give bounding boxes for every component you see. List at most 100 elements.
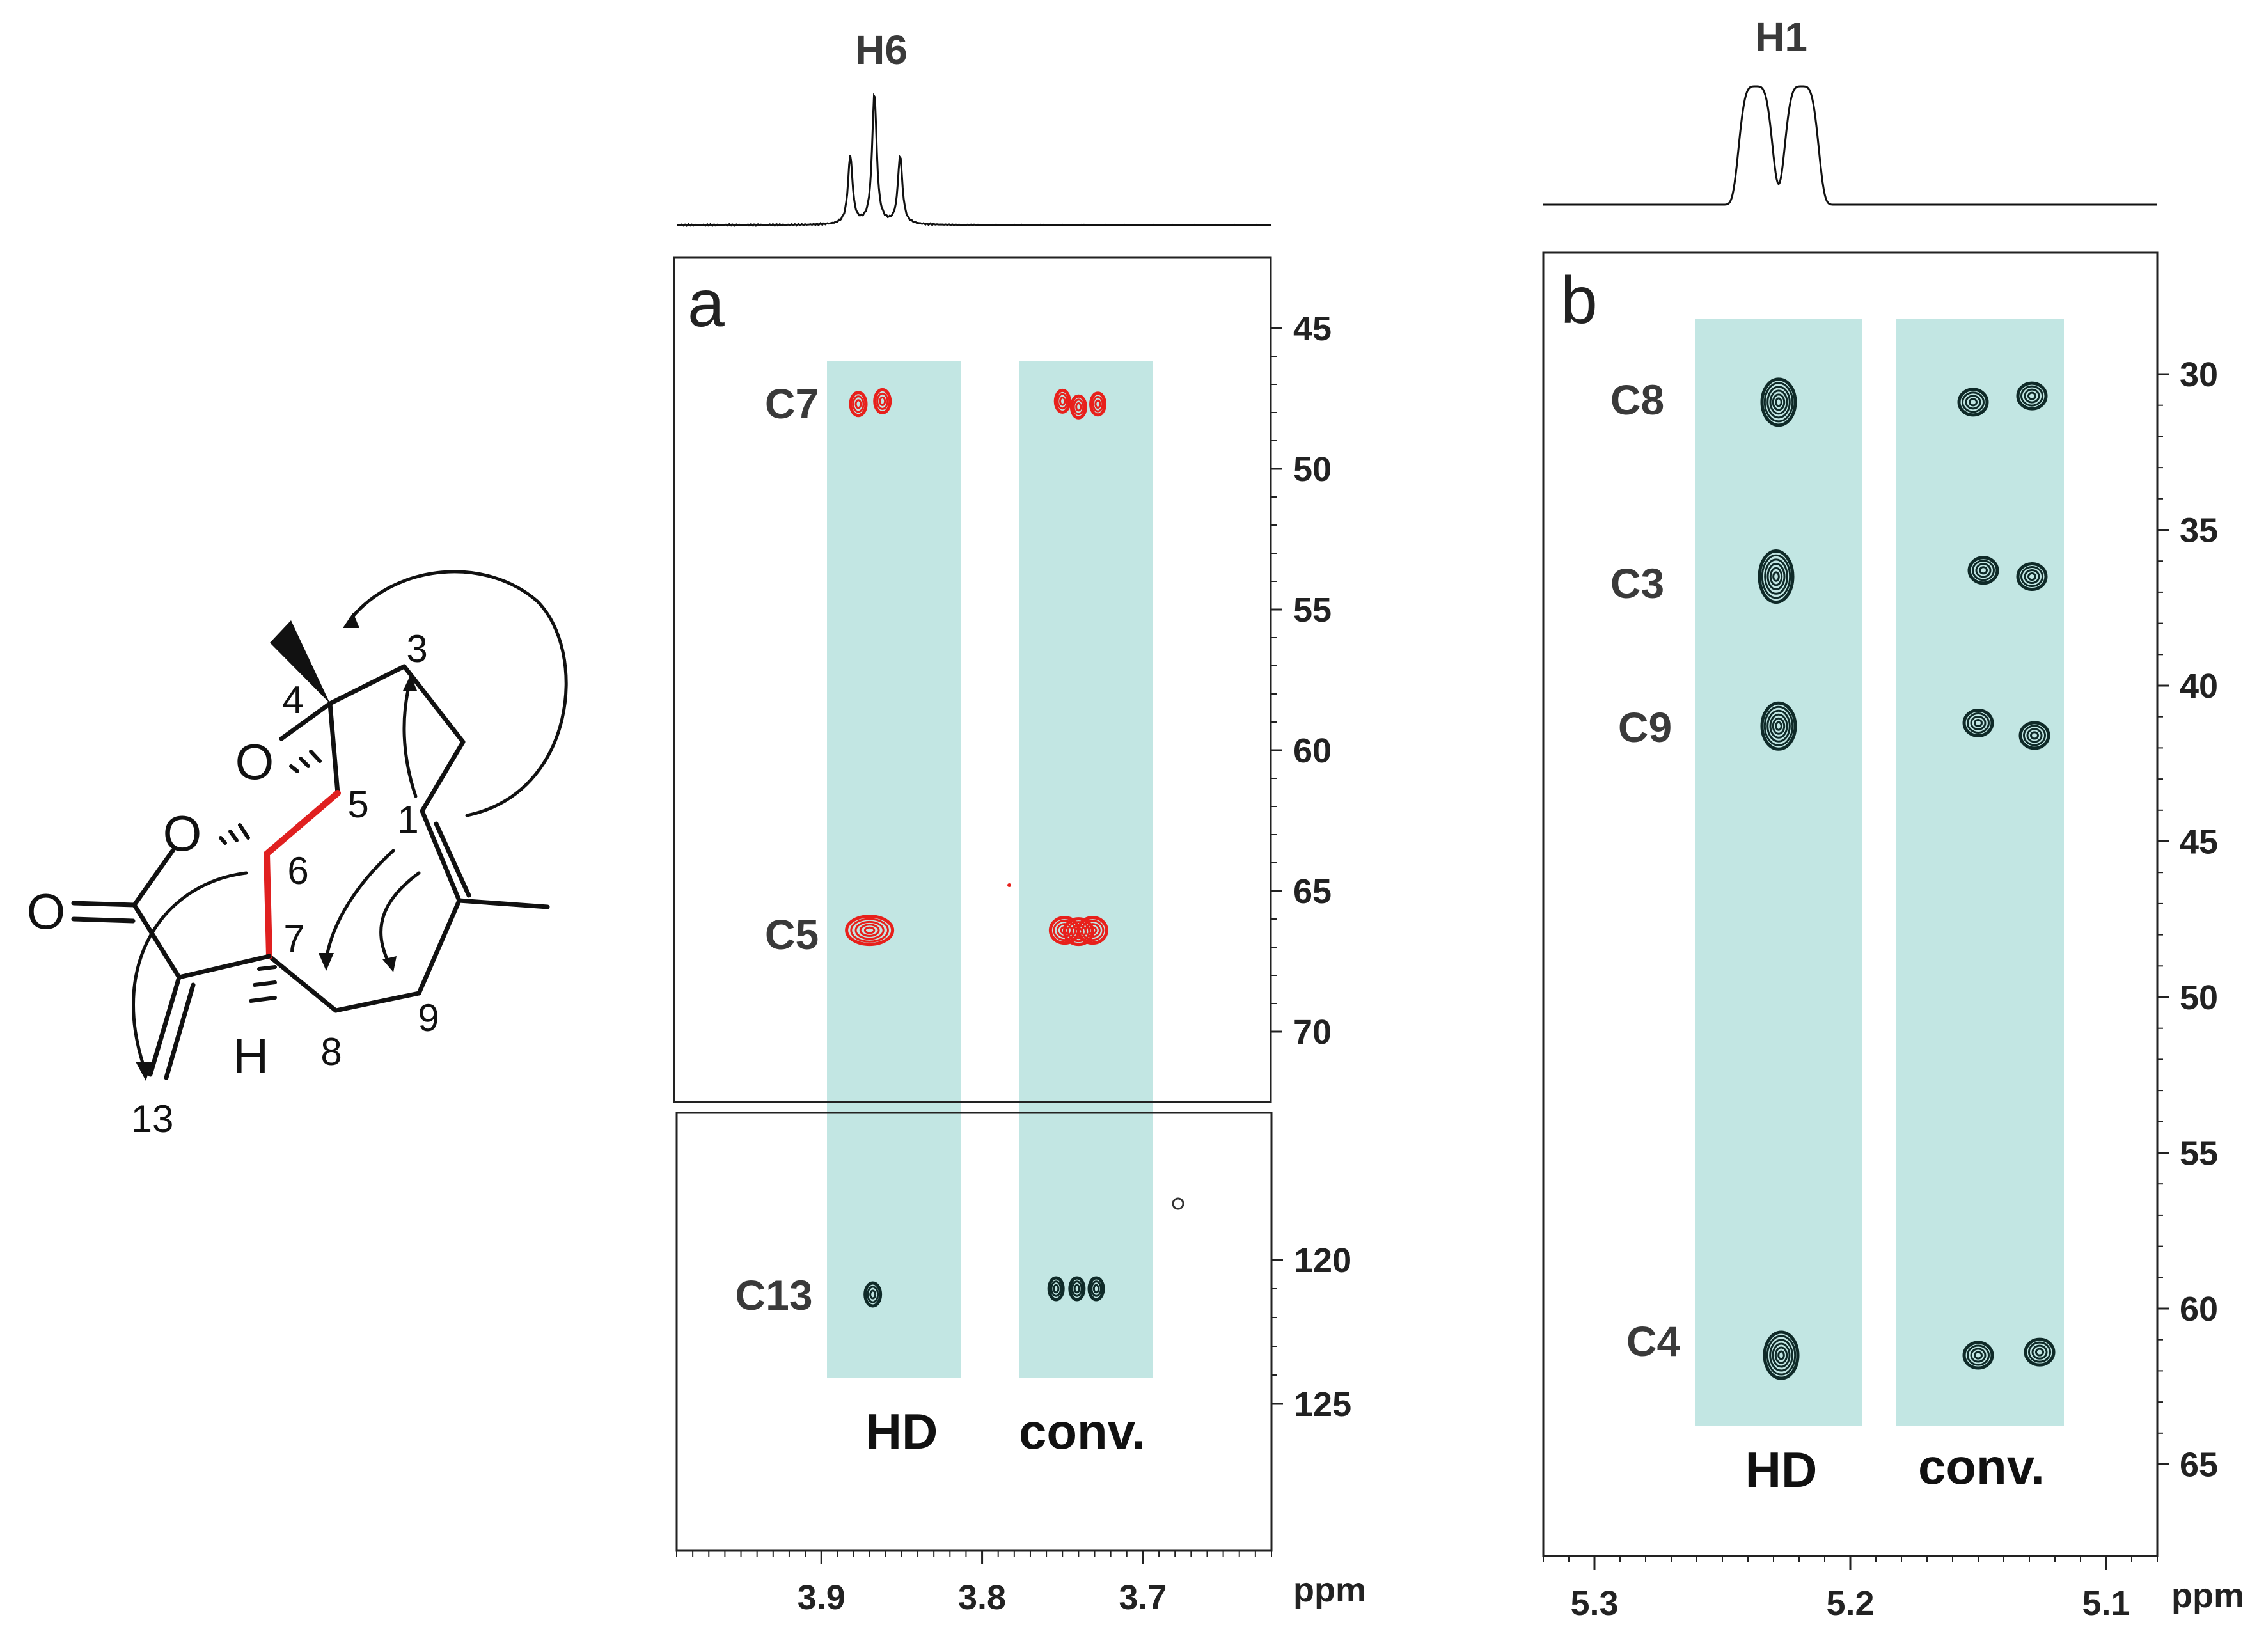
panel-a-top-frame xyxy=(673,256,1272,1103)
panel-b-y-tick-label: 45 xyxy=(2180,823,2218,861)
bond-c3-c2 xyxy=(402,664,466,744)
hashed-bond-c7-h xyxy=(249,965,277,1003)
contour-peak xyxy=(1760,377,1797,427)
panel-b-projection-label: H1 xyxy=(1755,14,1807,60)
atom-number-6: 6 xyxy=(287,849,308,892)
hmbc-arrow-c1-to-c4 xyxy=(349,570,568,817)
panel-a-column-label-conv: conv. xyxy=(1019,1403,1145,1459)
hmbc-arrowheads xyxy=(136,613,417,1081)
methyl-wedge-bond xyxy=(270,620,330,704)
hashed-bond-c5-o xyxy=(289,750,322,773)
bond-c11-c7 xyxy=(177,954,272,980)
atom-o-carbonyl: O xyxy=(27,883,66,940)
panel-b-column-label-hd: HD xyxy=(1745,1442,1818,1498)
panel-b-row-label-c3: C3 xyxy=(1610,560,1664,607)
contour-peak xyxy=(1068,1276,1086,1302)
contour-peak xyxy=(2018,721,2050,750)
contour-peak xyxy=(1053,388,1071,414)
panel-b-y-tick-label: 35 xyxy=(2180,512,2218,550)
hmbc-arrow-c1-to-c9 xyxy=(379,871,421,968)
hashed-bond-c6-o xyxy=(219,823,250,845)
panel-b-x-axis: 5.3 5.2 5.1 ppm xyxy=(1543,1556,2244,1623)
panel-a-column-label-hd: HD xyxy=(866,1403,938,1459)
panel-b-h1-projection xyxy=(1543,85,2157,206)
contour-peak xyxy=(1089,391,1107,417)
bond-c4-c5 xyxy=(327,701,340,796)
contour-peak xyxy=(845,915,895,947)
bond-c1-c10-double xyxy=(434,821,471,898)
contour-peak xyxy=(1758,549,1795,604)
panel-b-label: b xyxy=(1561,264,1598,338)
bond-c10-methyl xyxy=(457,898,550,909)
panel-a-contour-peaks xyxy=(845,388,1108,1308)
contour-peak xyxy=(1962,1341,1994,1370)
panel-a-projection-label: H6 xyxy=(855,27,908,73)
panel-b-contour-peaks xyxy=(1758,377,2056,1380)
panel-a-band-conv xyxy=(1019,361,1153,1378)
bond-o-c12 xyxy=(132,848,175,908)
atom-number-8: 8 xyxy=(320,1030,342,1073)
molecule-labels: O O O H 4 3 5 1 6 7 9 8 13 xyxy=(27,627,439,1140)
atom-number-9: 9 xyxy=(418,996,439,1039)
contour-peak xyxy=(873,388,892,414)
panel-b-x-tick-label: 5.2 xyxy=(1826,1584,1874,1623)
atom-number-13: 13 xyxy=(131,1097,174,1140)
bond-c10-c9 xyxy=(416,898,462,996)
contour-peak xyxy=(2024,1337,2056,1367)
panel-a-top-y-tick-label: 65 xyxy=(1293,872,1332,911)
panel-a-label: a xyxy=(688,267,725,341)
panel-b-y-tick-label: 65 xyxy=(2180,1446,2218,1484)
contour-peak xyxy=(1087,1276,1105,1302)
panel-a-band-hd xyxy=(827,361,961,1378)
contour-peak xyxy=(1967,556,1999,585)
panel-b-row-label-c4: C4 xyxy=(1626,1318,1681,1365)
bond-c8-c7 xyxy=(267,954,338,1013)
bond-c11-c13 xyxy=(148,975,182,1077)
panel-b-x-unit-label: ppm xyxy=(2171,1577,2244,1615)
contour-peak xyxy=(849,391,868,418)
contour-peak xyxy=(1962,708,1994,737)
contour-peak xyxy=(1047,1276,1065,1302)
atom-number-7: 7 xyxy=(283,917,304,960)
panel-a-h6-projection xyxy=(677,93,1272,228)
panel-a-bottom-frame xyxy=(675,1112,1273,1552)
panel-a-row-label-c7: C7 xyxy=(765,380,819,427)
panel-a-top-y-tick-label: 45 xyxy=(1293,310,1332,348)
panel-b-y-tick-label: 60 xyxy=(2180,1290,2218,1328)
panel-a-top-y-tick-label: 55 xyxy=(1293,591,1332,629)
panel-b-y-tick-label: 40 xyxy=(2180,667,2218,705)
panel-a-top-y-tick-label: 70 xyxy=(1293,1013,1332,1051)
contour-peak xyxy=(1069,394,1087,420)
hmbc-arrow-c1-to-c8 xyxy=(324,849,395,961)
panel-a-top-y-tick-label: 60 xyxy=(1293,732,1332,770)
panel-b-x-tick-label: 5.1 xyxy=(2082,1584,2130,1623)
atom-h7: H xyxy=(233,1028,269,1084)
hmbc-arrow-c1-to-c3 xyxy=(402,682,418,798)
bond-c4-c3 xyxy=(327,664,407,706)
panel-a-noise-artifacts xyxy=(1007,883,1184,1210)
highlighted-bond-path xyxy=(263,790,341,959)
panel-a-x-tick-label: 3.8 xyxy=(958,1578,1006,1617)
bond-c4-o-epoxide xyxy=(279,701,333,741)
contour-peak xyxy=(2016,381,2048,411)
panel-a-row-label-c5: C5 xyxy=(765,911,819,958)
panel-b-band-conv xyxy=(1896,319,2064,1426)
panel-b-x-tick-label: 5.3 xyxy=(1570,1584,1618,1623)
panel-a-bottom-y-tick-label: 125 xyxy=(1294,1385,1351,1424)
bond-c11-c13-double xyxy=(164,982,196,1080)
contour-peak xyxy=(1076,916,1108,945)
bond-c2-c1 xyxy=(420,739,466,814)
molecular-structure xyxy=(71,570,568,1081)
bond-c1-c10 xyxy=(420,808,462,903)
panel-a-top-y-tick-label: 50 xyxy=(1293,450,1332,489)
panel-b-band-hd xyxy=(1695,319,1862,1426)
panel-a-x-unit-label: ppm xyxy=(1293,1571,1366,1609)
atom-number-5: 5 xyxy=(347,783,368,826)
atom-number-3: 3 xyxy=(406,627,427,670)
